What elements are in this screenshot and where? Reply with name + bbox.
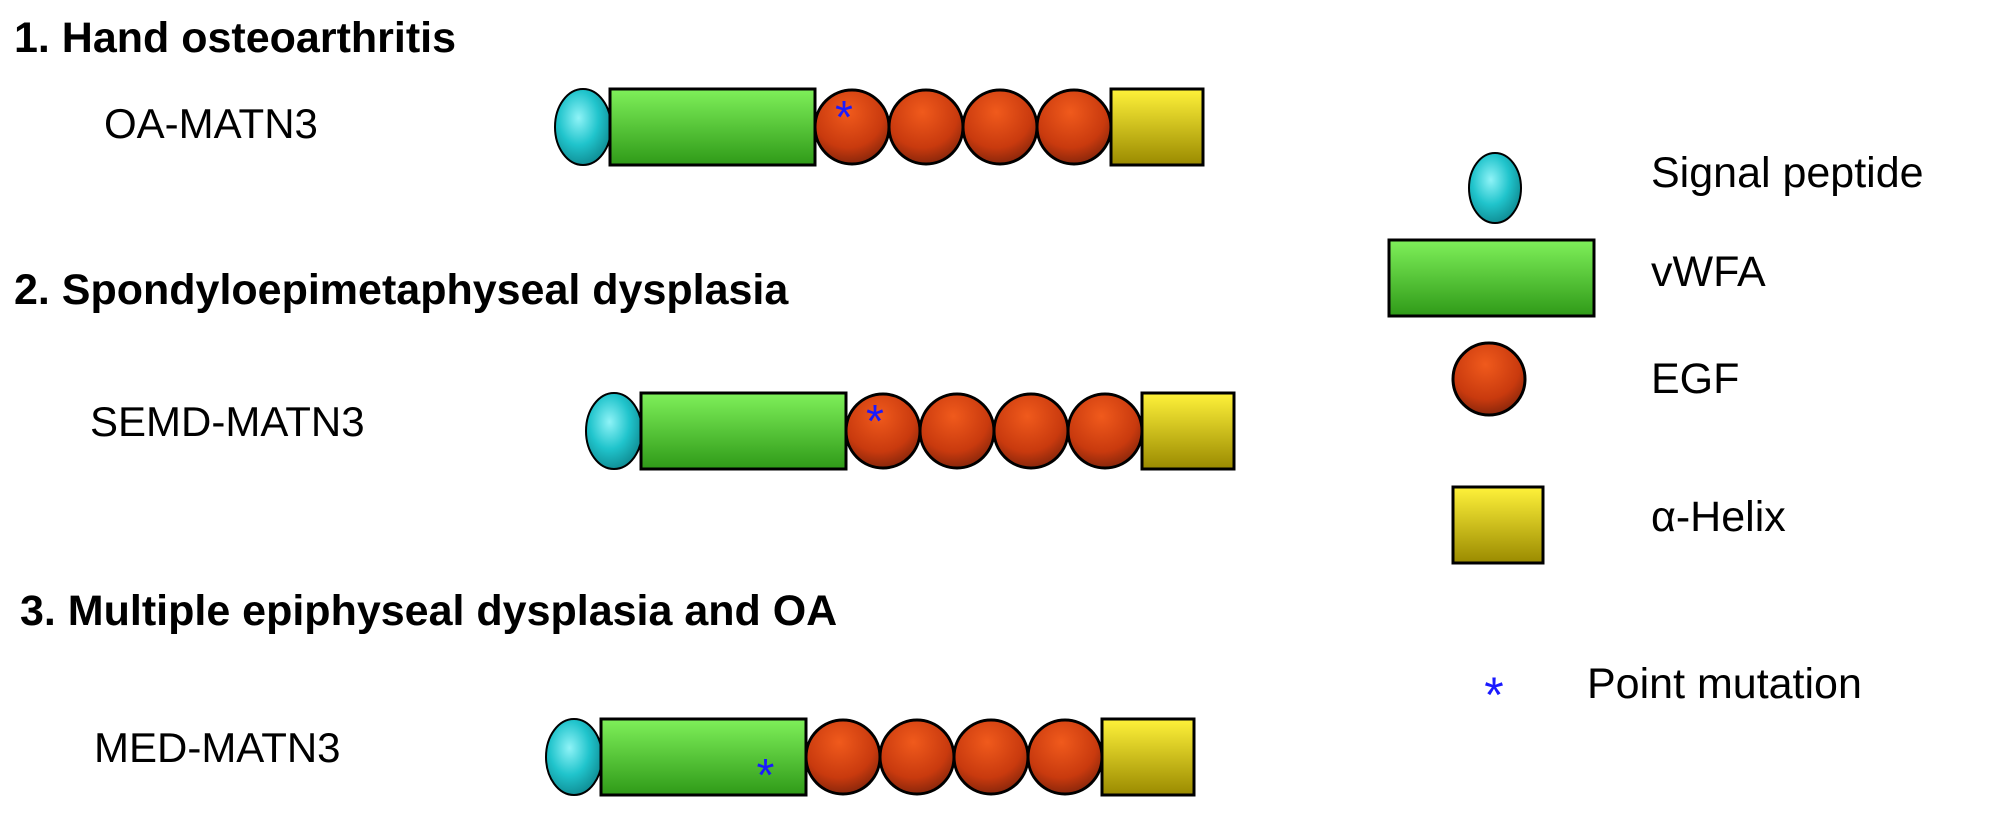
legend-signal-peptide-label: Signal peptide <box>1651 149 1924 197</box>
legend-vwfa-label: vWFA <box>1651 248 1766 296</box>
section-3-heading: 3. Multiple epiphyseal dysplasia and OA <box>20 587 838 635</box>
point-mutation-marker: * <box>757 749 775 801</box>
egf-domain <box>1026 718 1104 796</box>
protein-row-3: * <box>545 717 1196 801</box>
legend-point-mutation-label: Point mutation <box>1587 660 1862 708</box>
signal-peptide-domain <box>545 718 603 796</box>
egf-domain <box>918 392 996 470</box>
egf-domain <box>1035 88 1113 166</box>
vwfa-domain <box>608 87 817 167</box>
signal-peptide-domain <box>585 392 643 470</box>
egf-domain <box>961 88 1039 166</box>
alpha-helix-domain <box>1140 391 1236 471</box>
legend-mutation-symbol: * <box>1484 667 1503 723</box>
alpha-helix-domain <box>1109 87 1205 167</box>
signal-peptide-domain <box>554 88 612 166</box>
egf-domain <box>952 718 1030 796</box>
section-2-heading: 2. Spondyloepimetaphyseal dysplasia <box>14 266 789 314</box>
egf-domain <box>887 88 965 166</box>
legend-egf-shape <box>1451 341 1527 417</box>
section-1-heading: 1. Hand osteoarthritis <box>14 14 457 62</box>
protein-row-1: * <box>554 87 1205 167</box>
egf-domain <box>1066 392 1144 470</box>
egf-domain <box>992 392 1070 470</box>
variant-label-med: MED-MATN3 <box>94 724 341 771</box>
point-mutation-marker: * <box>835 91 853 143</box>
variant-label-oa: OA-MATN3 <box>104 100 318 147</box>
egf-domain <box>804 718 882 796</box>
vwfa-domain <box>639 391 848 471</box>
legend-vwfa-shape <box>1387 238 1596 318</box>
point-mutation-marker: * <box>866 395 884 447</box>
vwfa-domain <box>599 717 808 797</box>
legend-egf-label: EGF <box>1651 355 1740 403</box>
variant-label-semd: SEMD-MATN3 <box>90 398 365 445</box>
egf-domain <box>878 718 956 796</box>
legend: * <box>1387 152 1596 723</box>
protein-row-2: * <box>585 391 1236 471</box>
legend-signal-peptide-shape <box>1468 152 1522 224</box>
alpha-helix-domain <box>1100 717 1196 797</box>
legend-alpha-helix-label: α-Helix <box>1651 493 1786 541</box>
legend-alpha-helix-shape <box>1451 485 1545 565</box>
